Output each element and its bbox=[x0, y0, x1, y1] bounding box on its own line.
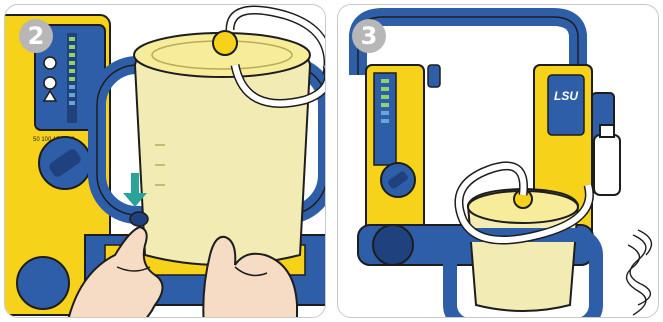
canister-icon bbox=[468, 189, 578, 311]
step-number-badge: 2 bbox=[19, 19, 53, 53]
step-2-panel: 2 50 100 150 200 bbox=[4, 4, 326, 318]
canister-icon bbox=[134, 31, 310, 265]
bottle-icon bbox=[594, 125, 620, 195]
control-knob-icon bbox=[39, 137, 91, 189]
led-meter-icon bbox=[67, 33, 77, 123]
logo-plate-icon: LSU bbox=[548, 75, 584, 135]
wheel-icon bbox=[17, 257, 69, 309]
wheel-icon bbox=[373, 225, 413, 265]
mode-button-icon bbox=[44, 77, 56, 89]
coiled-cable-icon bbox=[627, 230, 652, 315]
step-3-illustration: LSU bbox=[338, 5, 659, 318]
logo-text: LSU bbox=[554, 89, 578, 103]
release-button-icon bbox=[130, 212, 148, 226]
step-number-badge: 3 bbox=[352, 19, 386, 53]
step-3-panel: 3 LSU bbox=[337, 4, 659, 318]
step-2-illustration: 50 100 150 200 bbox=[5, 5, 326, 318]
power-button-icon bbox=[44, 57, 56, 69]
